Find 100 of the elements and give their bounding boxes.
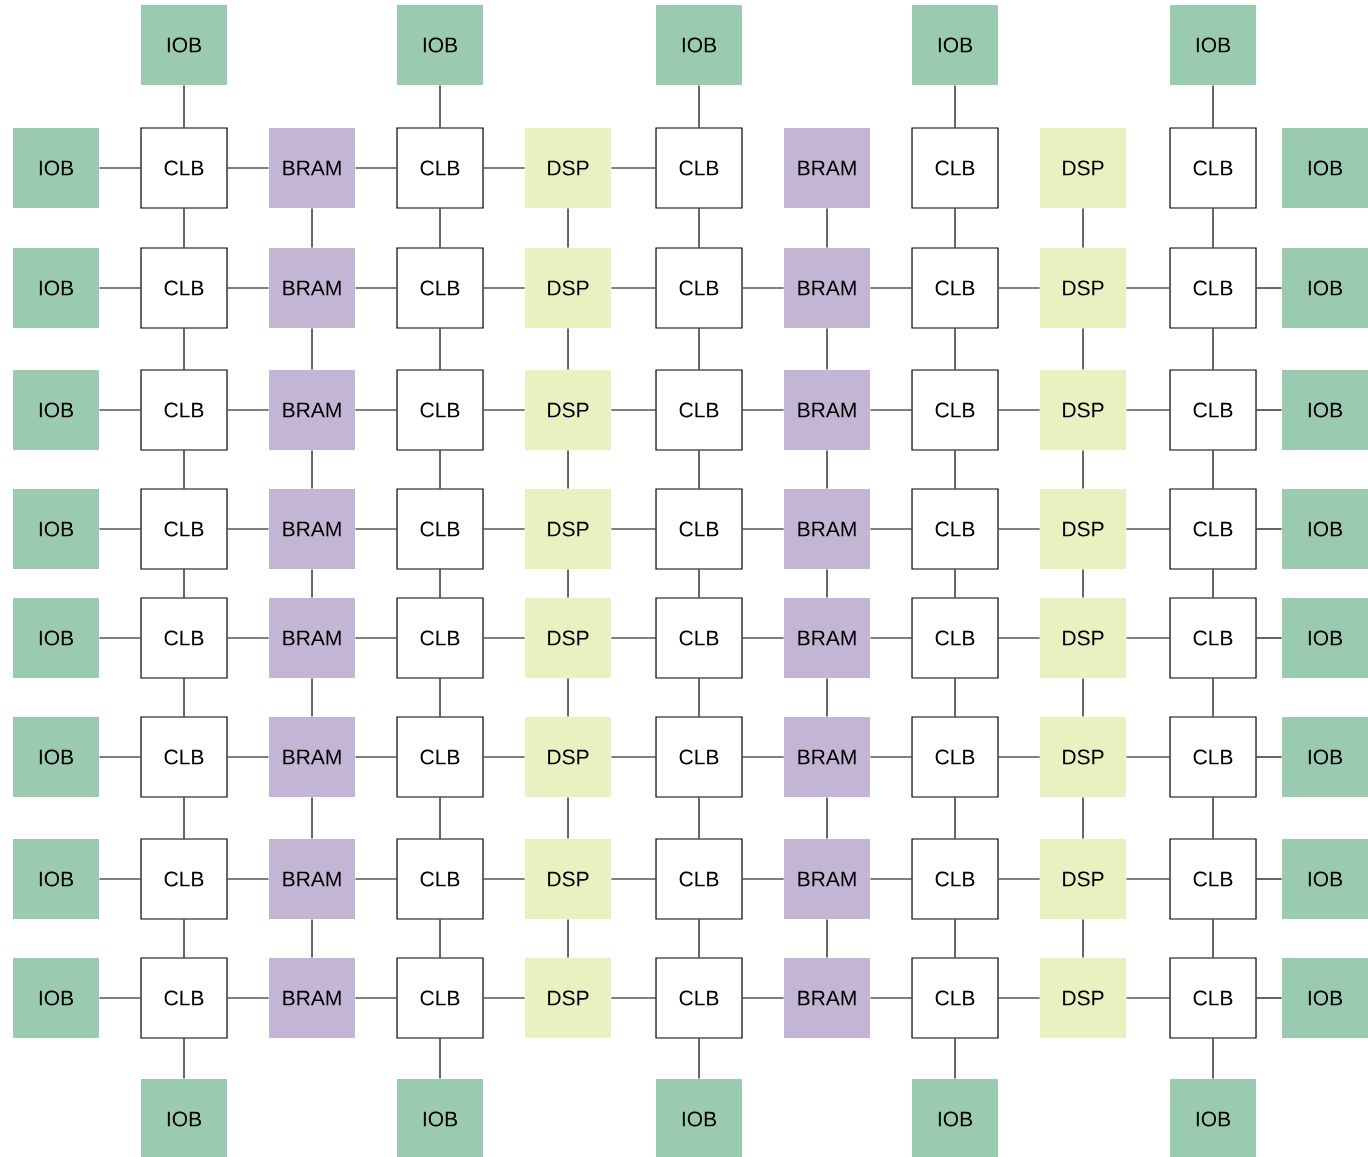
clb-box: CLB [911, 716, 999, 798]
connector-line [354, 878, 397, 880]
connector-line [439, 1038, 441, 1080]
connector-line [1082, 796, 1084, 840]
connector-line [698, 328, 700, 370]
connector-line [1212, 1038, 1214, 1080]
connector-line [311, 796, 313, 840]
connector-line [1125, 287, 1170, 289]
connector-line [354, 637, 397, 639]
iob-box: IOB [1282, 370, 1368, 450]
connector-line [610, 756, 656, 758]
connector-line [483, 997, 526, 999]
clb-box: CLB [1169, 127, 1257, 209]
connector-line [826, 327, 828, 371]
connector-line [698, 797, 700, 839]
iob-box: IOB [1282, 717, 1368, 797]
connector-line [998, 409, 1041, 411]
clb-box: CLB [396, 488, 484, 570]
clb-box: CLB [1169, 369, 1257, 451]
dsp-box: DSP [525, 958, 611, 1038]
connector-line [483, 287, 526, 289]
connector-line [183, 1038, 185, 1080]
clb-box: CLB [140, 247, 228, 329]
connector-line [998, 756, 1041, 758]
connector-line [567, 918, 569, 959]
dsp-box: DSP [525, 598, 611, 678]
clb-box: CLB [655, 247, 743, 329]
connector-line [183, 797, 185, 839]
connector-line [439, 208, 441, 248]
bram-box: BRAM [269, 489, 355, 569]
connector-line [98, 287, 141, 289]
connector-line [954, 678, 956, 717]
iob-box: IOB [912, 1079, 998, 1157]
connector-line [954, 569, 956, 598]
connector-line [610, 528, 656, 530]
clb-box: CLB [396, 957, 484, 1039]
connector-line [483, 167, 526, 169]
connector-line [183, 569, 185, 598]
connector-line [354, 528, 397, 530]
iob-box: IOB [13, 248, 99, 328]
clb-box: CLB [911, 247, 999, 329]
clb-box: CLB [140, 369, 228, 451]
connector-line [742, 997, 785, 999]
connector-line [98, 878, 141, 880]
bram-box: BRAM [784, 598, 870, 678]
iob-box: IOB [141, 5, 227, 85]
iob-box: IOB [13, 958, 99, 1038]
connector-line [826, 677, 828, 718]
iob-box: IOB [13, 128, 99, 208]
clb-box: CLB [655, 369, 743, 451]
connector-line [1212, 919, 1214, 958]
connector-line [869, 756, 912, 758]
connector-line [567, 207, 569, 249]
connector-line [1082, 918, 1084, 959]
connector-line [354, 997, 397, 999]
connector-line [1256, 997, 1283, 999]
connector-line [1256, 528, 1283, 530]
connector-line [227, 878, 270, 880]
connector-line [1082, 568, 1084, 599]
connector-line [610, 287, 656, 289]
clb-box: CLB [911, 488, 999, 570]
connector-line [954, 84, 956, 128]
iob-box: IOB [13, 489, 99, 569]
connector-line [998, 637, 1041, 639]
dsp-box: DSP [525, 839, 611, 919]
connector-line [998, 528, 1041, 530]
connector-line [183, 328, 185, 370]
iob-box: IOB [1282, 958, 1368, 1038]
connector-line [998, 287, 1041, 289]
iob-box: IOB [1282, 598, 1368, 678]
connector-line [227, 287, 270, 289]
connector-line [98, 528, 141, 530]
connector-line [698, 1038, 700, 1080]
iob-box: IOB [1170, 5, 1256, 85]
connector-line [1212, 678, 1214, 717]
connector-line [826, 796, 828, 840]
connector-line [698, 208, 700, 248]
connector-line [698, 569, 700, 598]
clb-box: CLB [911, 369, 999, 451]
connector-line [742, 287, 785, 289]
connector-line [1212, 328, 1214, 370]
clb-box: CLB [140, 488, 228, 570]
connector-line [698, 678, 700, 717]
bram-box: BRAM [784, 248, 870, 328]
connector-line [354, 167, 397, 169]
iob-box: IOB [1282, 248, 1368, 328]
dsp-box: DSP [525, 717, 611, 797]
connector-line [1082, 207, 1084, 249]
iob-box: IOB [397, 1079, 483, 1157]
bram-box: BRAM [784, 839, 870, 919]
connector-line [1212, 84, 1214, 128]
connector-line [483, 756, 526, 758]
connector-line [98, 167, 141, 169]
clb-box: CLB [396, 838, 484, 920]
connector-line [869, 528, 912, 530]
dsp-box: DSP [1040, 958, 1126, 1038]
dsp-box: DSP [1040, 839, 1126, 919]
connector-line [610, 167, 656, 169]
connector-line [954, 1038, 956, 1080]
connector-line [1125, 409, 1170, 411]
